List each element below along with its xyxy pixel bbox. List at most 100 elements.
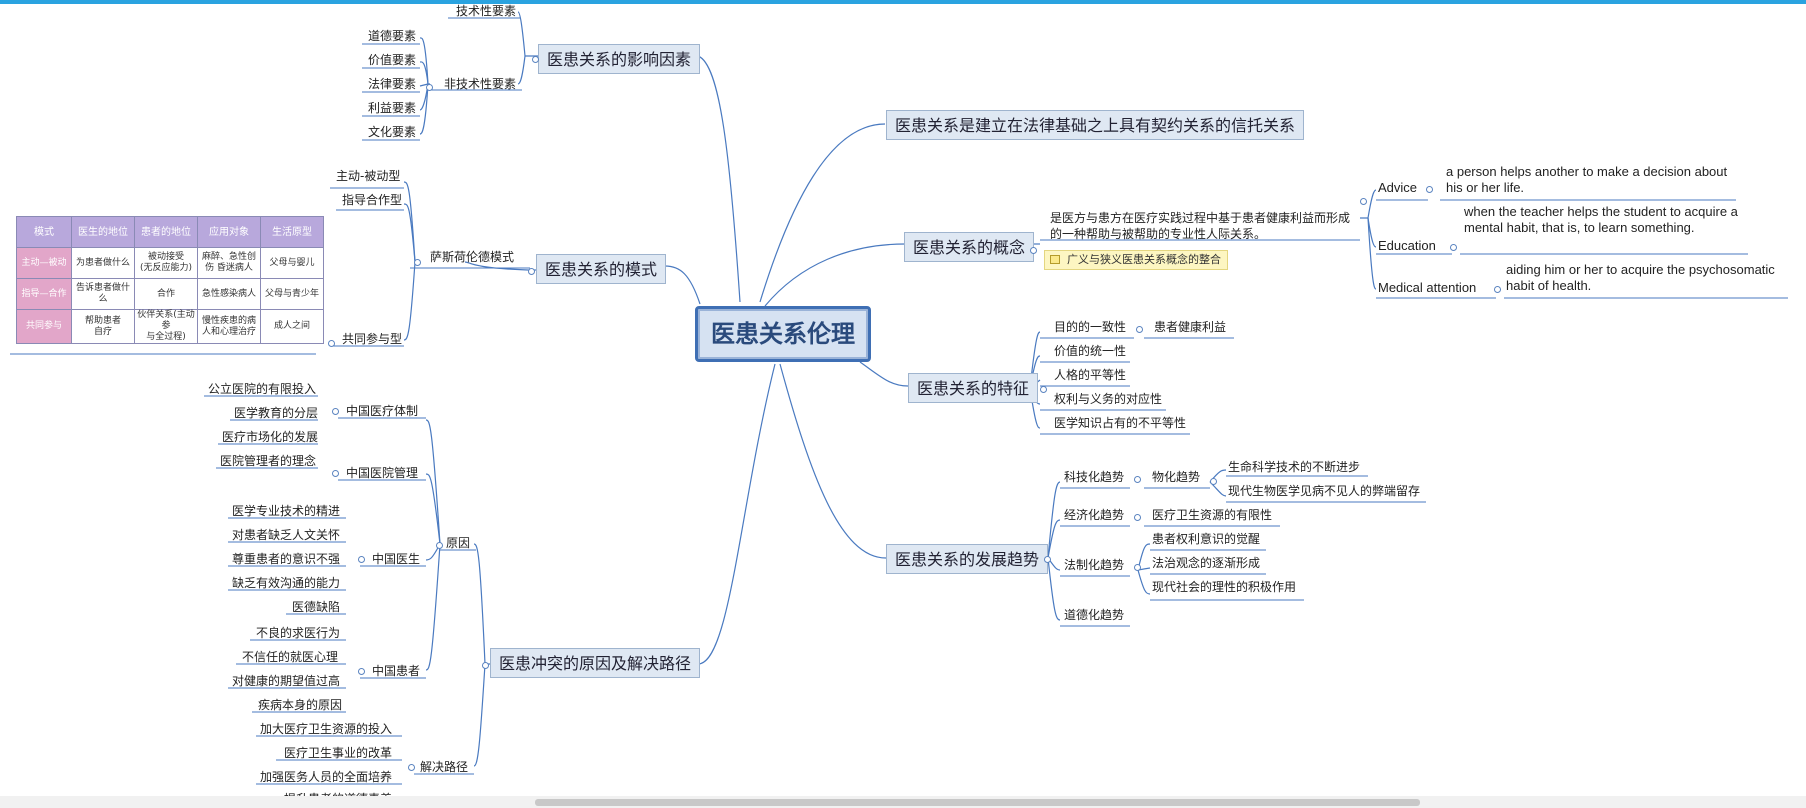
mindmap-canvas[interactable]: 医患关系伦理 医患关系的影响因素 技术性要素 非技术性要素 道德要素 价值要素 … bbox=[0, 4, 1806, 806]
leaf-feature-item[interactable]: 价值的统一性 bbox=[1054, 344, 1127, 358]
collapse-toggle-icon[interactable] bbox=[482, 662, 489, 669]
collapse-toggle-icon[interactable] bbox=[358, 668, 365, 675]
leaf-patient-item[interactable]: 疾病本身的原因 bbox=[258, 698, 343, 712]
node-hospital-management[interactable]: 中国医院管理 bbox=[346, 466, 419, 480]
leaf-tech-item[interactable]: 现代生物医学见病不见人的弊端留存 bbox=[1228, 484, 1421, 498]
leaf-patient-item[interactable]: 不良的求医行为 bbox=[256, 626, 341, 640]
collapse-toggle-icon[interactable] bbox=[1494, 286, 1501, 293]
leaf-solution-item[interactable]: 加强医务人员的全面培养 bbox=[260, 770, 393, 784]
leaf-value-factor[interactable]: 价值要素 bbox=[368, 53, 417, 67]
leaf-doctor-item[interactable]: 医学专业技术的精进 bbox=[232, 504, 341, 518]
leaf-solution-item[interactable]: 加大医疗卫生资源的投入 bbox=[260, 722, 393, 736]
central-topic[interactable]: 医患关系伦理 bbox=[695, 306, 871, 362]
table-cell: 急性感染病人 bbox=[197, 278, 261, 310]
leaf-feature-item[interactable]: 医学知识占有的不平等性 bbox=[1054, 416, 1187, 430]
table-cell: 父母与婴儿 bbox=[260, 247, 324, 279]
node-causes[interactable]: 原因 bbox=[446, 536, 471, 550]
node-materialization-trend[interactable]: 物化趋势 bbox=[1152, 470, 1201, 484]
node-legalization-trend[interactable]: 法制化趋势 bbox=[1064, 558, 1125, 572]
leaf-law-item[interactable]: 法治观念的逐渐形成 bbox=[1152, 556, 1261, 570]
collapse-toggle-icon[interactable] bbox=[332, 470, 339, 477]
topic-conflict-causes-solutions[interactable]: 医患冲突的原因及解决路径 bbox=[490, 648, 701, 678]
leaf-moral-factor[interactable]: 道德要素 bbox=[368, 29, 417, 43]
def-text-medical-attention[interactable]: aiding him or her to acquire the psychos… bbox=[1506, 262, 1775, 293]
leaf-guidance-cooperation[interactable]: 指导合作型 bbox=[342, 193, 403, 207]
topic-concept[interactable]: 医患关系的概念 bbox=[904, 232, 1035, 262]
collapse-toggle-icon[interactable] bbox=[532, 56, 539, 63]
def-text-advice[interactable]: a person helps another to make a decisio… bbox=[1446, 164, 1728, 195]
collapse-toggle-icon[interactable] bbox=[1044, 556, 1051, 563]
concept-note[interactable]: 广义与狭义医患关系概念的整合 bbox=[1044, 250, 1228, 270]
leaf-feature-item[interactable]: 权利与义务的对应性 bbox=[1054, 392, 1163, 406]
leaf-system-item[interactable]: 医学教育的分层 bbox=[234, 406, 319, 420]
node-moral-trend[interactable]: 道德化趋势 bbox=[1064, 608, 1125, 622]
node-chinese-patients[interactable]: 中国患者 bbox=[372, 664, 421, 678]
leaf-patient-item[interactable]: 对健康的期望值过高 bbox=[232, 674, 341, 688]
leaf-patient-item[interactable]: 不信任的就医心理 bbox=[242, 650, 339, 664]
node-solutions[interactable]: 解决路径 bbox=[420, 760, 469, 774]
topic-influence-factors[interactable]: 医患关系的影响因素 bbox=[538, 44, 701, 74]
leaf-tech-item[interactable]: 生命科学技术的不断进步 bbox=[1228, 460, 1361, 474]
collapse-toggle-icon[interactable] bbox=[328, 340, 335, 347]
collapse-toggle-icon[interactable] bbox=[1134, 514, 1141, 521]
leaf-doctor-item[interactable]: 医德缺陷 bbox=[292, 600, 341, 614]
collapse-toggle-icon[interactable] bbox=[408, 764, 415, 771]
leaf-law-item[interactable]: 现代社会的理性的积极作用 bbox=[1152, 580, 1297, 594]
table-cell: 慢性疾患的病 人和心理治疗 bbox=[197, 309, 261, 344]
table-cell: 帮助患者 自疗 bbox=[71, 309, 135, 344]
leaf-feature-item[interactable]: 目的的一致性 bbox=[1054, 320, 1127, 334]
topic-development-trend[interactable]: 医患关系的发展趋势 bbox=[886, 544, 1049, 574]
leaf-mutual-participation[interactable]: 共同参与型 bbox=[342, 332, 403, 346]
leaf-solution-item[interactable]: 医疗卫生事业的改革 bbox=[284, 746, 393, 760]
node-medical-system[interactable]: 中国医疗体制 bbox=[346, 404, 419, 418]
node-nontech-factor[interactable]: 非技术性要素 bbox=[444, 77, 517, 91]
collapse-toggle-icon[interactable] bbox=[426, 84, 433, 91]
collapse-toggle-icon[interactable] bbox=[1030, 247, 1037, 254]
def-term-medical-attention[interactable]: Medical attention bbox=[1378, 280, 1477, 295]
leaf-econ-item[interactable]: 医疗卫生资源的有限性 bbox=[1152, 508, 1273, 522]
def-term-advice[interactable]: Advice bbox=[1378, 180, 1418, 195]
leaf-doctor-item[interactable]: 尊重患者的意识不强 bbox=[232, 552, 341, 566]
collapse-toggle-icon[interactable] bbox=[436, 542, 443, 549]
leaf-tech-factor[interactable]: 技术性要素 bbox=[456, 4, 517, 18]
table-row: 主动—被动 为患者做什么 被动接受 (无反应能力) 麻醉、急性创 伤 昏迷病人 … bbox=[16, 247, 324, 279]
leaf-law-factor[interactable]: 法律要素 bbox=[368, 77, 417, 91]
leaf-system-item[interactable]: 公立医院的有限投入 bbox=[208, 382, 317, 396]
collapse-toggle-icon[interactable] bbox=[358, 556, 365, 563]
collapse-toggle-icon[interactable] bbox=[1210, 478, 1217, 485]
topic-relationship-modes[interactable]: 医患关系的模式 bbox=[536, 254, 667, 284]
concept-definition[interactable]: 是医方与患方在医疗实践过程中基于患者健康利益而形成 的一种帮助与被帮助的专业性人… bbox=[1050, 211, 1351, 241]
def-term-education[interactable]: Education bbox=[1378, 238, 1436, 253]
node-chinese-doctors[interactable]: 中国医生 bbox=[372, 552, 421, 566]
topic-legal-trust-relationship[interactable]: 医患关系是建立在法律基础之上具有契约关系的信托关系 bbox=[886, 110, 1305, 140]
node-tech-trend[interactable]: 科技化趋势 bbox=[1064, 470, 1125, 484]
table-cell: 被动接受 (无反应能力) bbox=[134, 247, 198, 279]
node-szasz-hollender-model[interactable]: 萨斯荷伦德模式 bbox=[430, 250, 515, 264]
collapse-toggle-icon[interactable] bbox=[1134, 564, 1141, 571]
table-cell: 指导—合作 bbox=[16, 278, 72, 310]
collapse-toggle-icon[interactable] bbox=[1134, 476, 1141, 483]
leaf-law-item[interactable]: 患者权利意识的觉醒 bbox=[1152, 532, 1261, 546]
collapse-toggle-icon[interactable] bbox=[1450, 244, 1457, 251]
collapse-toggle-icon[interactable] bbox=[332, 408, 339, 415]
concept-note-text: 广义与狭义医患关系概念的整合 bbox=[1067, 253, 1221, 266]
collapse-toggle-icon[interactable] bbox=[1040, 386, 1047, 393]
leaf-management-item[interactable]: 医院管理者的理念 bbox=[220, 454, 317, 468]
def-text-education[interactable]: when the teacher helps the student to ac… bbox=[1464, 204, 1738, 235]
leaf-culture-factor[interactable]: 文化要素 bbox=[368, 125, 417, 139]
collapse-toggle-icon[interactable] bbox=[1426, 186, 1433, 193]
leaf-feature-item[interactable]: 人格的平等性 bbox=[1054, 368, 1127, 382]
leaf-active-passive[interactable]: 主动-被动型 bbox=[336, 169, 401, 183]
collapse-toggle-icon[interactable] bbox=[528, 268, 535, 275]
topic-features[interactable]: 医患关系的特征 bbox=[908, 373, 1039, 403]
leaf-system-item[interactable]: 医疗市场化的发展 bbox=[222, 430, 319, 444]
leaf-doctor-item[interactable]: 缺乏有效沟通的能力 bbox=[232, 576, 341, 590]
collapse-toggle-icon[interactable] bbox=[1360, 198, 1367, 205]
horizontal-scrollbar-thumb[interactable] bbox=[535, 799, 1420, 806]
leaf-feature-sub[interactable]: 患者健康利益 bbox=[1154, 320, 1227, 334]
collapse-toggle-icon[interactable] bbox=[1136, 326, 1143, 333]
leaf-doctor-item[interactable]: 对患者缺乏人文关怀 bbox=[232, 528, 341, 542]
collapse-toggle-icon[interactable] bbox=[414, 259, 421, 266]
node-economic-trend[interactable]: 经济化趋势 bbox=[1064, 508, 1125, 522]
leaf-interest-factor[interactable]: 利益要素 bbox=[368, 101, 417, 115]
